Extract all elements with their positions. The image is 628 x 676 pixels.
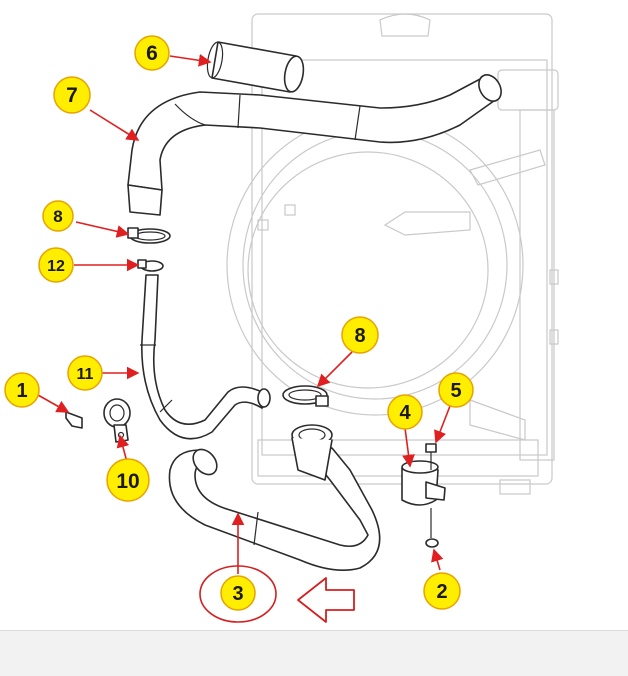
- callout-1: 1: [4, 372, 40, 408]
- svg-text:12: 12: [47, 258, 65, 275]
- callout-10: 10: [106, 458, 150, 502]
- svg-text:4: 4: [399, 402, 411, 424]
- svg-text:8: 8: [354, 325, 365, 347]
- svg-text:3: 3: [232, 583, 243, 605]
- parts-diagram: 6 7 8 12 11 1 10 8 4 5 2 3: [4, 13, 559, 623]
- part-6-straight-hose: [206, 41, 305, 93]
- svg-text:1: 1: [16, 380, 27, 402]
- svg-text:11: 11: [77, 366, 94, 383]
- svg-text:8: 8: [53, 207, 62, 226]
- callout-11: 11: [67, 355, 103, 391]
- callout-8-upper: 8: [42, 200, 74, 232]
- highlight-ring: [199, 565, 277, 623]
- part-11-bypass-hose: [140, 274, 271, 440]
- svg-text:5: 5: [450, 380, 461, 402]
- callout-6: 6: [134, 35, 170, 71]
- leader-lines: [37, 54, 451, 574]
- callout-8-lower: 8: [341, 316, 379, 354]
- part-8-lower-clamp: [282, 385, 329, 407]
- part-3-lower-hose: [168, 424, 381, 571]
- part-2-nut: [425, 508, 439, 548]
- callout-12: 12: [38, 247, 74, 283]
- callout-2: 2: [423, 572, 461, 610]
- svg-text:2: 2: [436, 581, 447, 603]
- part-10-p-clamp: [103, 398, 131, 443]
- part-12-small-clamp: [137, 259, 164, 272]
- svg-text:6: 6: [146, 42, 158, 65]
- callout-4: 4: [387, 394, 423, 430]
- svg-text:7: 7: [66, 84, 78, 107]
- pointer-arrow: [297, 577, 355, 623]
- part-4-sleeve: [401, 460, 446, 506]
- callout-5: 5: [438, 372, 474, 408]
- part-7-upper-hose: [127, 74, 502, 216]
- radiator-assembly: [226, 13, 559, 495]
- part-1-bracket: [65, 411, 83, 429]
- callout-7: 7: [53, 76, 91, 114]
- svg-text:10: 10: [116, 470, 139, 493]
- callout-3: 3: [220, 575, 256, 611]
- part-5-bolt: [425, 443, 437, 470]
- footer-bar: [0, 630, 628, 676]
- part-8-upper-clamp: [127, 227, 171, 244]
